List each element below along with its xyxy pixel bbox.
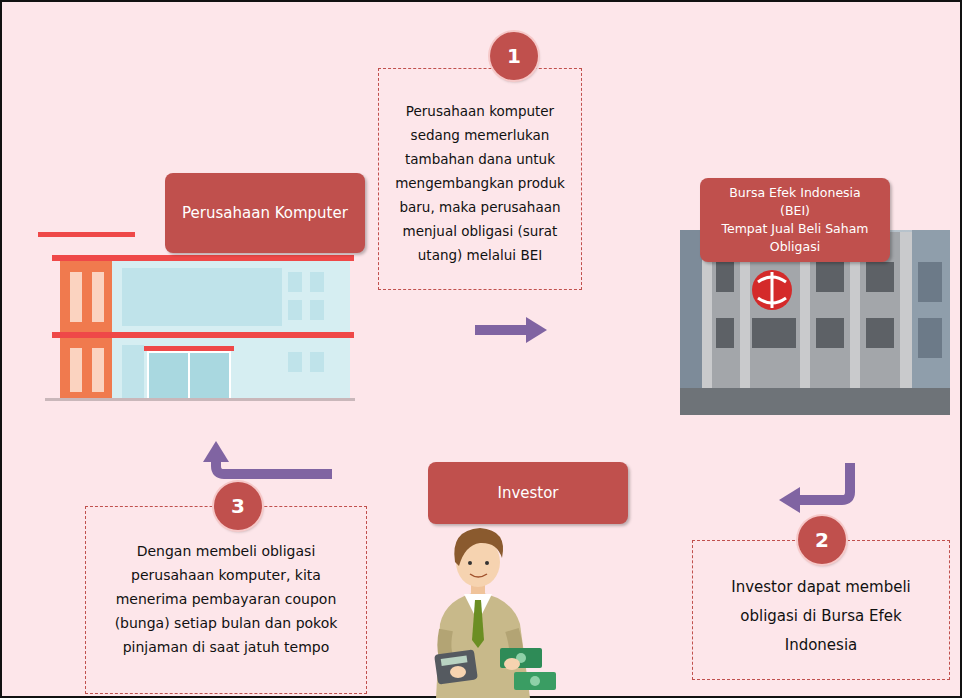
- company-building: [122, 345, 144, 400]
- node-text: 1: [507, 44, 521, 68]
- company-building: [52, 255, 354, 261]
- flow-arrow: [475, 325, 530, 335]
- node-text: 3: [231, 494, 245, 518]
- investor-figure: [530, 676, 540, 686]
- node-text: Dengan membeli obligasi perusahaan kompu…: [94, 539, 358, 659]
- exchange-photo: [716, 318, 734, 348]
- company-building: [122, 268, 282, 326]
- company-building: [70, 348, 82, 392]
- company-building: [144, 346, 234, 351]
- company-building: [188, 352, 190, 400]
- company-building: [45, 398, 355, 401]
- investor-figure: [450, 666, 466, 678]
- flow-arrow: [796, 463, 850, 500]
- company-building: [288, 352, 302, 372]
- company-building: [60, 258, 350, 400]
- company-building: [60, 258, 112, 400]
- step-number: 2: [798, 516, 846, 564]
- investor-figure: [514, 672, 556, 690]
- investor-figure: [434, 528, 556, 698]
- exchange-photo: [680, 388, 950, 415]
- investor-figure: [454, 528, 503, 566]
- flow-arrow: [216, 458, 332, 474]
- investor-figure: [434, 649, 478, 684]
- node-text: Bursa Efek Indonesia (BEI): [718, 184, 872, 220]
- exchange-photo: [752, 318, 796, 348]
- investor-figure: [470, 574, 487, 577]
- node-text: 2: [815, 528, 829, 552]
- exchange-photo: [918, 262, 942, 302]
- note-box: Dengan membeli obligasi perusahaan kompu…: [85, 506, 367, 694]
- exchange-photo: [918, 318, 942, 358]
- node-text: Tempat Jual Beli Saham Obligasi: [718, 220, 872, 256]
- company-building: [92, 348, 104, 392]
- exchange-photo: [816, 318, 844, 348]
- company-building: [310, 300, 324, 320]
- note-box: Perusahaan komputer sedang memerlukan ta…: [378, 68, 582, 290]
- exchange-photo: [900, 232, 912, 415]
- investor-figure: [485, 561, 489, 565]
- node-text: Investor: [497, 482, 558, 504]
- step-number: 3: [214, 482, 262, 530]
- entity-box: Investor: [428, 462, 628, 524]
- exchange-photo: [680, 230, 702, 415]
- exchange-photo: [866, 262, 894, 292]
- exchange-photo: [816, 262, 844, 292]
- investor-figure: [441, 655, 468, 666]
- entity-box: Perusahaan Komputer: [165, 173, 365, 253]
- exchange-photo: [866, 318, 894, 348]
- company-building: [310, 272, 324, 292]
- step-number: 1: [490, 32, 538, 80]
- company-building: [38, 232, 135, 237]
- company-building: [92, 272, 104, 322]
- node-text: Perusahaan Komputer: [182, 202, 348, 224]
- investor-figure: [472, 600, 484, 648]
- company-building: [38, 232, 355, 401]
- node-text: Investor dapat membeli obligasi di Bursa…: [705, 573, 937, 660]
- company-building: [70, 272, 82, 322]
- company-building: [288, 272, 302, 292]
- flow-arrow: [779, 487, 800, 513]
- exchange-photo: [912, 230, 950, 415]
- entity-box: Bursa Efek Indonesia (BEI)Tempat Jual Be…: [700, 178, 890, 262]
- company-building: [288, 300, 302, 320]
- company-building: [148, 352, 230, 400]
- exchange-photo: [716, 262, 734, 292]
- investor-figure: [504, 658, 520, 670]
- company-building: [52, 332, 354, 338]
- node-text: Perusahaan komputer sedang memerlukan ta…: [389, 99, 571, 267]
- flow-arrow: [526, 317, 547, 343]
- company-building: [310, 352, 324, 372]
- exchange-photo: [752, 270, 792, 310]
- exchange-photo: [771, 272, 774, 308]
- investor-figure: [468, 561, 472, 565]
- flow-arrow: [203, 441, 229, 462]
